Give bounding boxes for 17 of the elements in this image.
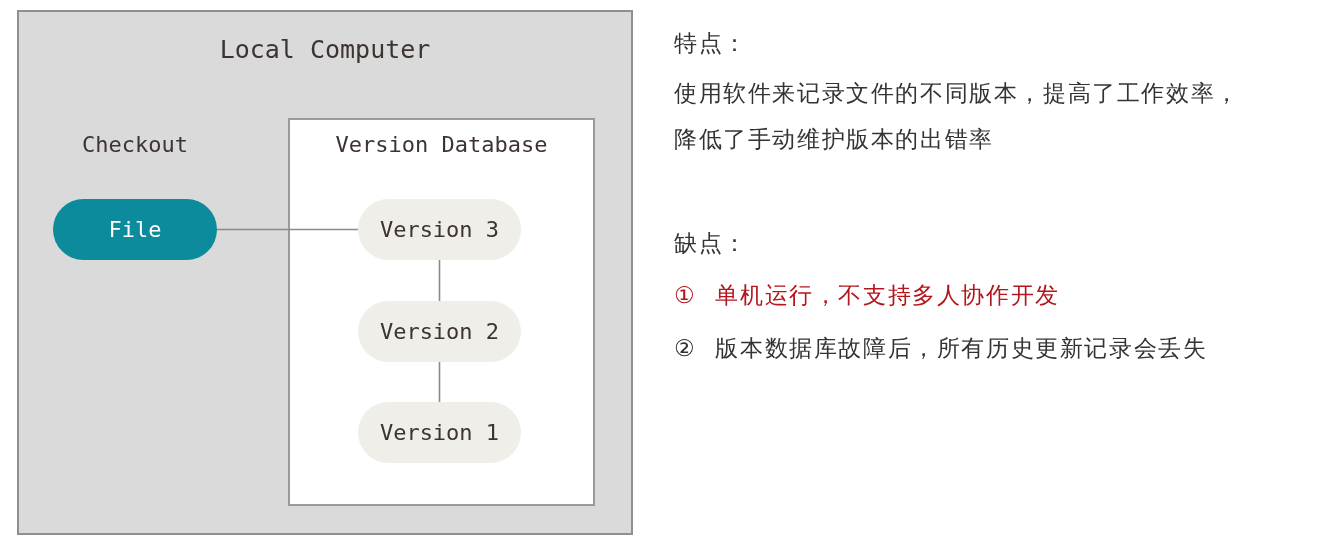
connector-line — [438, 259, 441, 302]
list-item-text: ① 单机运行，不支持多人协作开发 — [674, 282, 1060, 308]
section-heading: 特点： — [674, 30, 748, 56]
connector-line — [438, 361, 441, 403]
pill-node: Version 1 — [358, 402, 521, 463]
container-panel — [288, 118, 595, 506]
container-panel — [17, 10, 633, 535]
panel-heading: Version Database — [335, 132, 548, 159]
connector-line — [216, 228, 359, 231]
pill-node: Version 3 — [358, 199, 521, 260]
panel-heading: Local Computer — [219, 35, 431, 65]
node-caption: Checkout — [82, 132, 188, 158]
list-item-text: ② 版本数据库故障后，所有历史更新记录会丢失 — [674, 335, 1208, 361]
pill-node: File — [53, 199, 217, 260]
paragraph-text: 使用软件来记录文件的不同版本，提高了工作效率，降低了手动维护版本的出错率 — [674, 79, 1241, 154]
section-heading: 缺点： — [674, 230, 748, 256]
pill-node: Version 2 — [358, 301, 521, 362]
